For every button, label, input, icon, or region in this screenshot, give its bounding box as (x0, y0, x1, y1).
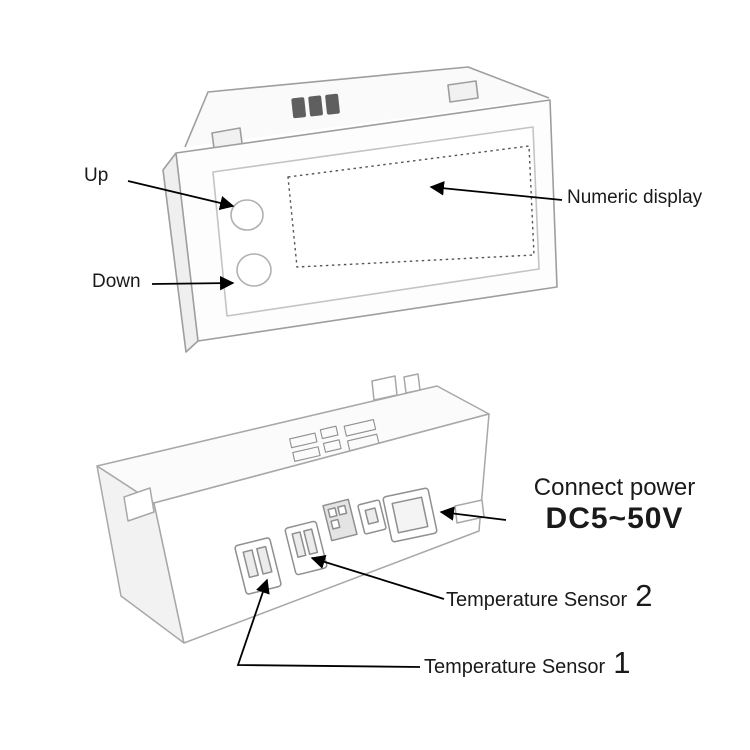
dip-switch-block (322, 498, 358, 542)
led-digits-edge (291, 93, 340, 119)
power-voltage-text: DC5~50V (545, 501, 684, 535)
annotation-arrows (127, 180, 563, 668)
sensor1-number: 1 (613, 645, 631, 680)
temperature-sensor-2-label: Temperature Sensor 2 (446, 578, 652, 614)
sensor2-arrow (310, 554, 445, 600)
top-face-print-marks (289, 419, 380, 462)
back-panel-face (153, 413, 490, 644)
down-label: Down (92, 271, 141, 292)
power-connector (382, 487, 438, 543)
aux-connector (357, 499, 387, 535)
connect-power-text: Connect power (533, 474, 696, 501)
display-area (287, 145, 535, 268)
sensor2-number: 2 (635, 578, 653, 613)
connect-power-label: Connect power DC5~50V (512, 474, 717, 536)
back-view-device (96, 373, 490, 644)
sensor2-text: Temperature Sensor (446, 589, 628, 611)
up-button (230, 199, 264, 231)
down-arrow (151, 275, 235, 291)
up-arrow (127, 180, 235, 211)
front-device-clip-right (447, 80, 479, 103)
back-device-clip-b (403, 373, 421, 394)
numeric-display-label: Numeric display (567, 187, 703, 208)
sensor1-arrow (236, 578, 421, 668)
left-face-clip-mark (123, 487, 155, 522)
back-device-clip-a (371, 375, 398, 401)
down-button (236, 253, 272, 287)
temperature-sensor-1-label: Temperature Sensor 1 (424, 645, 630, 681)
numeric-display-arrow (429, 181, 563, 201)
up-label: Up (84, 165, 109, 186)
sensor1-text: Temperature Sensor (424, 656, 606, 678)
power-arrow (439, 506, 507, 521)
front-view-device (162, 66, 558, 353)
front-device-left-edge (162, 152, 199, 353)
